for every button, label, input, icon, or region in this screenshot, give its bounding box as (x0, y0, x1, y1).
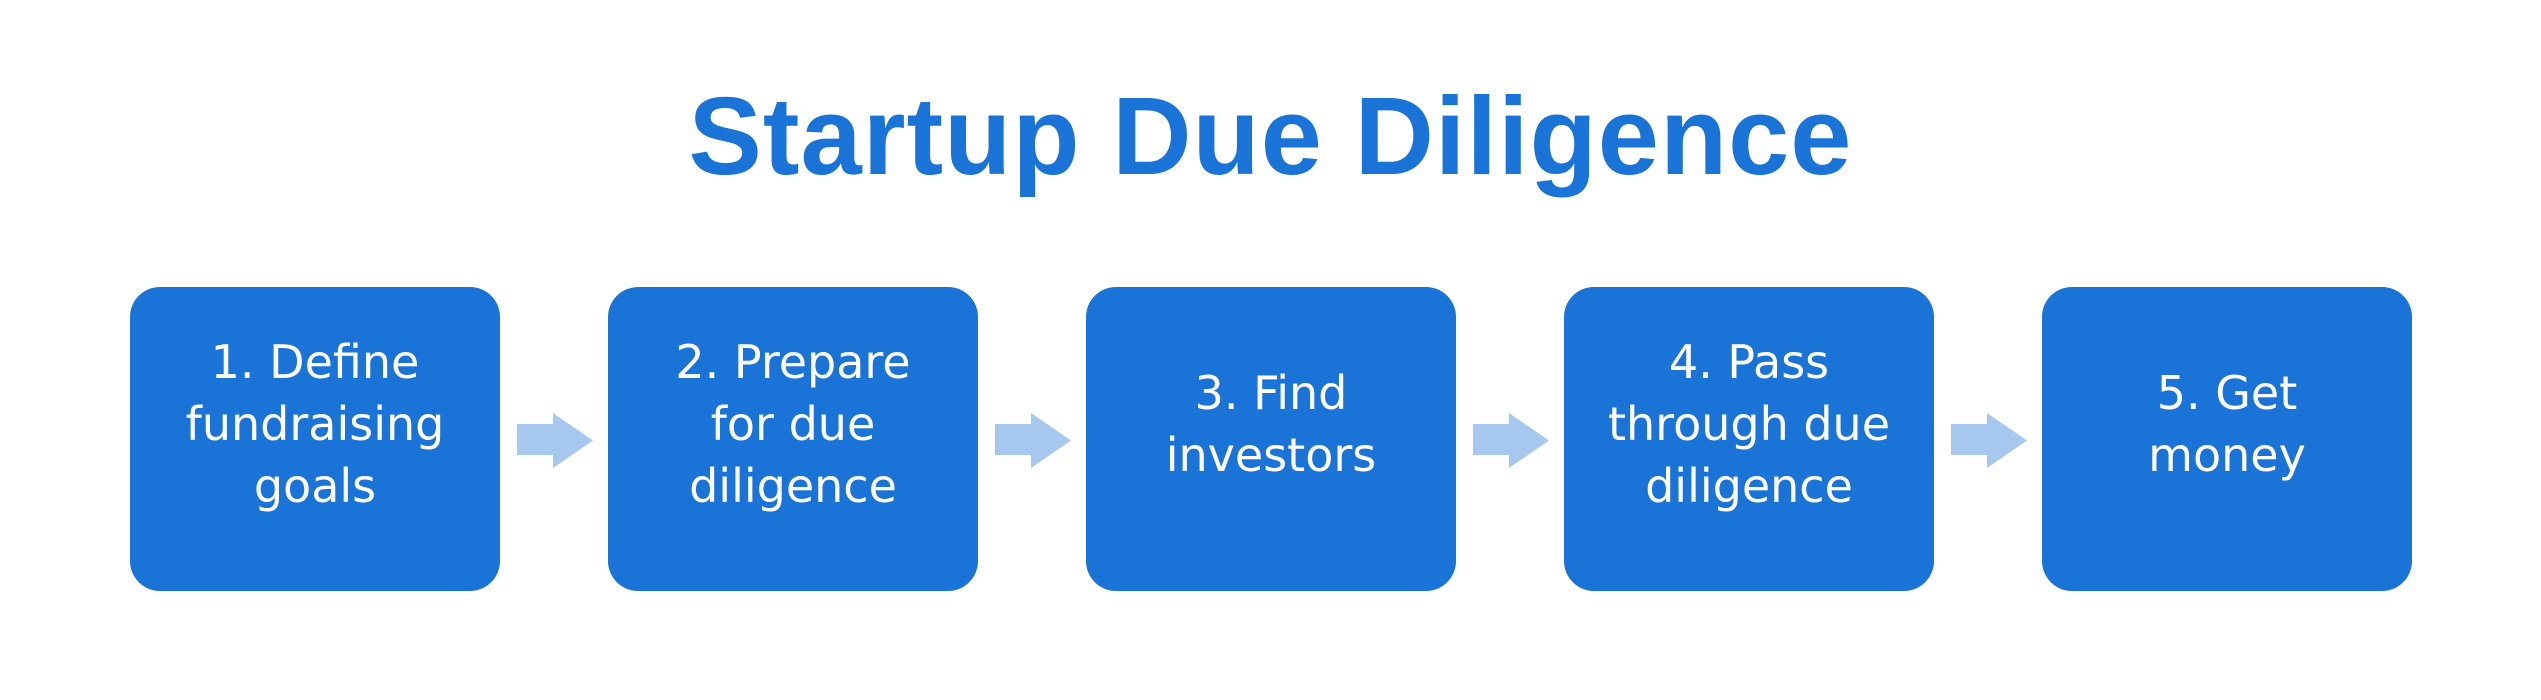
step-box-1: 1. Define fundraising goals (130, 287, 500, 591)
step-label: 4. Pass through due diligence (1607, 335, 1891, 513)
arrow-right-icon (995, 413, 1071, 468)
arrow-right-icon (1951, 413, 2027, 468)
arrow-right-icon (1473, 413, 1549, 468)
step-label: 3. Find investors (1165, 366, 1377, 482)
step-box-4: 4. Pass through due diligence (1564, 287, 1934, 591)
step-box-5: 5. Get money (2042, 287, 2412, 591)
step-box-2: 2. Prepare for due diligence (608, 287, 978, 591)
step-label: 2. Prepare for due diligence (675, 335, 911, 513)
diagram-title: Startup Due Diligence (688, 75, 1853, 198)
arrow-right-icon (517, 413, 593, 468)
step-label: 1. Define fundraising goals (185, 335, 445, 513)
step-box-3: 3. Find investors (1086, 287, 1456, 591)
step-label: 5. Get money (2148, 366, 2306, 482)
